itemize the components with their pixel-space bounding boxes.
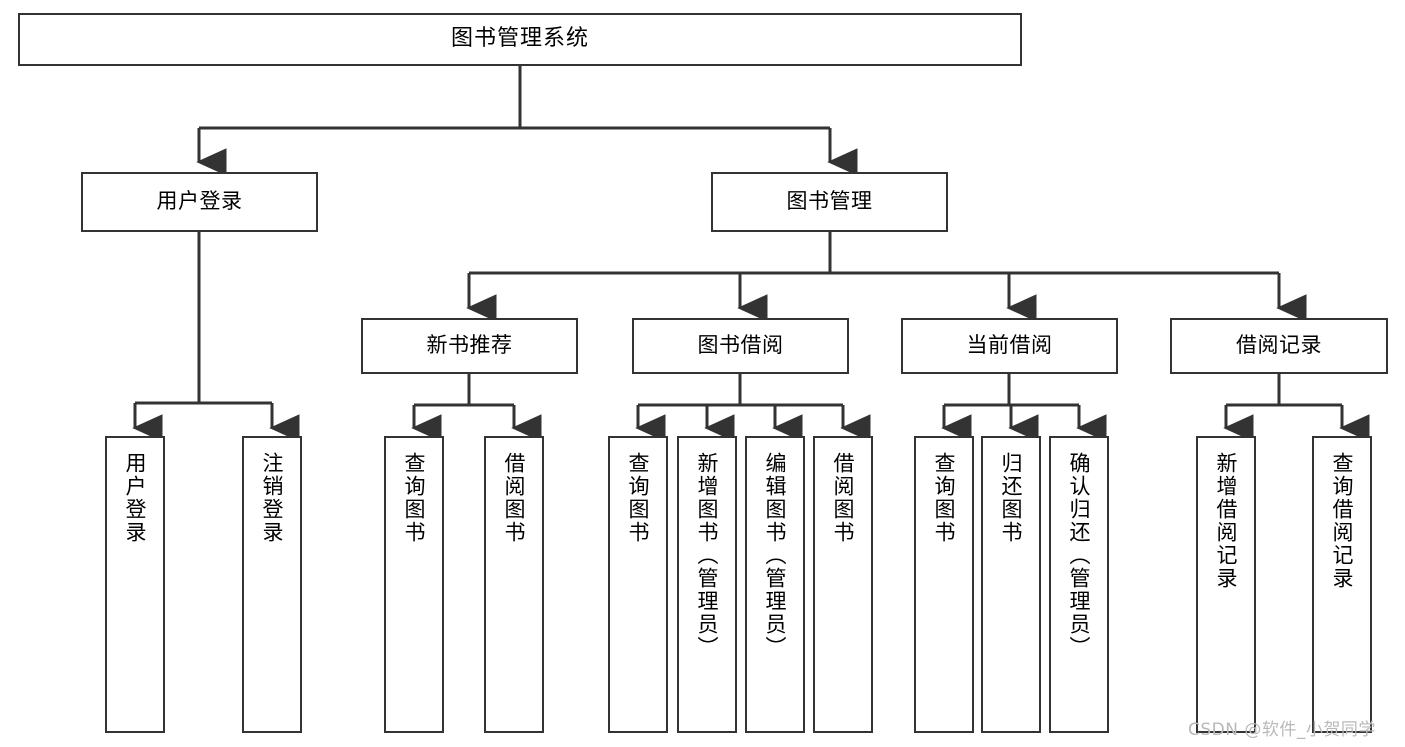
node-book-management[interactable]: 图书管理 [711,172,948,232]
node-label: 图书管理 [786,189,873,214]
node-borrow-record[interactable]: 借阅记录 [1170,318,1388,374]
node-label: 查询图书 [626,452,651,544]
node-label: 用户登录 [123,452,148,544]
node-current-borrow[interactable]: 当前借阅 [901,318,1118,374]
leaf-new-book-borrow[interactable]: 借阅图书 [484,436,544,733]
node-label: 注销登录 [260,452,285,544]
node-user-login[interactable]: 用户登录 [81,172,318,232]
node-label: 用户登录 [156,189,243,214]
leaf-current-borrow-confirm-return[interactable]: 确认归还（管理员） [1049,436,1109,733]
leaf-current-borrow-query[interactable]: 查询图书 [914,436,974,733]
leaf-book-borrow-add[interactable]: 新增图书（管理员） [677,436,737,733]
node-label: 新增图书（管理员） [695,452,720,659]
node-new-book-recommend[interactable]: 新书推荐 [361,318,578,374]
leaf-book-borrow-query[interactable]: 查询图书 [608,436,668,733]
node-label: 图书管理系统 [450,26,589,52]
node-label: 借阅记录 [1236,333,1322,358]
leaf-book-borrow-edit[interactable]: 编辑图书（管理员） [745,436,805,733]
node-book-borrow[interactable]: 图书借阅 [632,318,849,374]
node-root-book-management-system[interactable]: 图书管理系统 [18,13,1022,66]
node-label: 确认归还（管理员） [1067,452,1092,659]
node-label: 当前借阅 [966,333,1053,358]
node-label: 借阅图书 [502,452,527,544]
leaf-borrow-record-query[interactable]: 查询借阅记录 [1312,436,1372,733]
node-label: 编辑图书（管理员） [763,452,788,659]
leaf-borrow-record-add[interactable]: 新增借阅记录 [1196,436,1256,733]
leaf-user-login-login[interactable]: 用户登录 [105,436,165,733]
leaf-current-borrow-return[interactable]: 归还图书 [981,436,1041,733]
leaf-new-book-query[interactable]: 查询图书 [384,436,444,733]
node-label: 借阅图书 [831,452,856,544]
node-label: 新书推荐 [426,333,513,358]
leaf-user-login-logout[interactable]: 注销登录 [242,436,302,733]
csdn-watermark: CSDN @软件_小贺同学 [1188,720,1376,740]
node-label: 新增借阅记录 [1214,452,1239,590]
leaf-book-borrow-borrow[interactable]: 借阅图书 [813,436,873,733]
node-label: 图书借阅 [697,333,784,358]
node-label: 查询图书 [932,452,957,544]
node-label: 归还图书 [999,452,1024,544]
node-label: 查询借阅记录 [1330,452,1355,590]
node-label: 查询图书 [402,452,427,544]
